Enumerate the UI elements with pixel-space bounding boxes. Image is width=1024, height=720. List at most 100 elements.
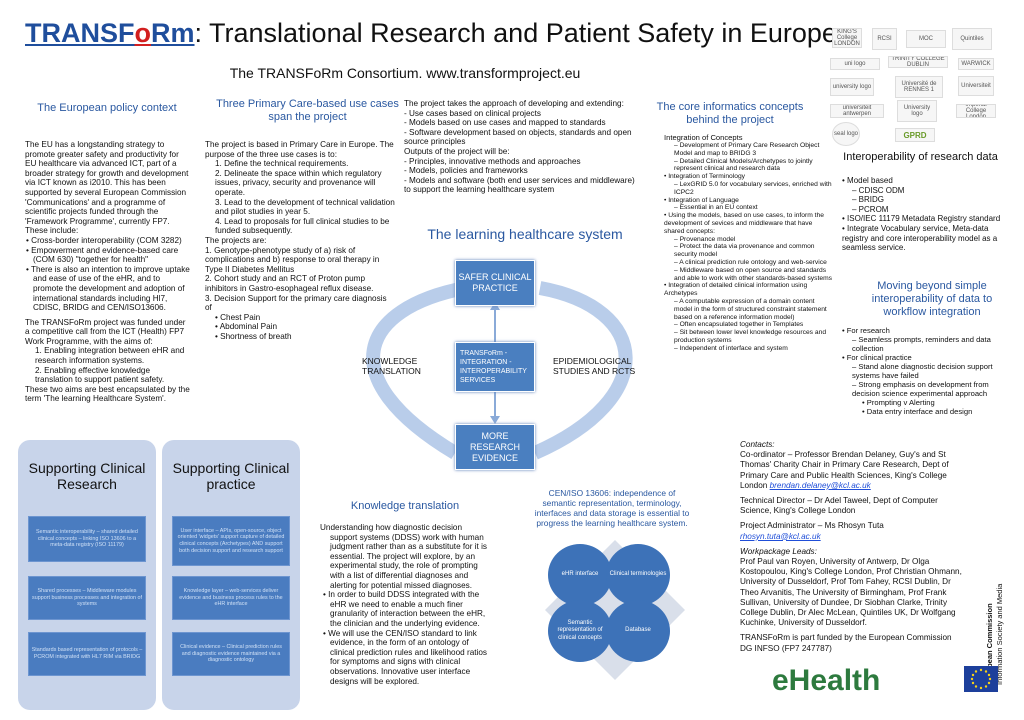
approach-section: The project takes the approach of develo… xyxy=(404,99,640,195)
lhs-arrow-down-head xyxy=(490,416,500,424)
kt-paragraph: Understanding how diagnostic decision su… xyxy=(320,523,488,590)
rennes-logo: Université de RENNES 1 xyxy=(895,76,943,98)
use-case-item: 1. Define the technical requirements. xyxy=(215,159,349,169)
policy-include-label: These include: xyxy=(25,226,79,236)
list-item: • Integrate Vocabulary service, Meta-dat… xyxy=(842,223,998,253)
university-logo-2: Universiteit xyxy=(958,76,994,96)
kt-section: Understanding how diagnostic decision su… xyxy=(320,523,488,686)
funding-statement: TRANSFoRm is part funded by the European… xyxy=(740,633,952,653)
warwick-logo: WARWICK xyxy=(958,58,994,70)
ec-text-2: Information Society and Media xyxy=(995,583,1004,685)
gprd-logo: GPRD xyxy=(895,128,935,142)
ec-text-1: European Commission xyxy=(985,603,994,685)
list-item: – Development of Primary Care Research O… xyxy=(674,142,820,157)
cen-node-semantic: Semantic representation of clinical conc… xyxy=(548,600,612,662)
workpackage-leads: Prof Paul van Royen, University of Antwe… xyxy=(740,557,962,628)
cen-heading: CEN/ISO 13606: independence of semantic … xyxy=(534,488,690,528)
approach-intro: The project takes the approach of develo… xyxy=(404,99,624,108)
tc-logo: MOC xyxy=(906,30,946,48)
policy-heading: The European policy context xyxy=(37,102,177,114)
project-sub-item: • Abdominal Pain xyxy=(215,322,278,332)
admin-email-link[interactable]: rhosyn.tuta@kcl.ac.uk xyxy=(740,531,821,541)
policy-bullet: • Cross-border interoperability (COM 328… xyxy=(26,235,182,245)
project-item: 3. Decision Support for the primary care… xyxy=(205,293,387,313)
core-concepts-section: Integration of Concepts – Development of… xyxy=(664,133,834,353)
contacts-admin: Project Administrator – Ms Rhosyn Tuta xyxy=(740,521,884,531)
coordinator-email-link[interactable]: brendan.delaney@kcl.ac.uk xyxy=(769,480,871,490)
policy-paragraph-3: These two aims are best encapsulated by … xyxy=(25,384,190,404)
core-concepts-list: – Development of Primary Care Research O… xyxy=(664,142,834,353)
policy-section: The EU has a longstanding strategy to pr… xyxy=(25,140,190,404)
contacts-label: Contacts: xyxy=(740,440,775,449)
workpackage-label: Workpackage Leads: xyxy=(740,546,817,556)
poster-subtitle: The TRANSFoRm Consortium. www.transformp… xyxy=(229,65,581,81)
quintiles-logo: Quintiles xyxy=(952,28,992,50)
lhs-safer-practice: SAFER CLINICAL PRACTICE xyxy=(455,260,535,306)
list-item: • For clinical practice xyxy=(842,353,912,362)
university-logo: university logo xyxy=(830,78,874,96)
list-item: – A clinical prediction rule ontology an… xyxy=(674,258,827,266)
project-sub-item: • Shortness of breath xyxy=(215,331,292,341)
list-item: • Using the models, based on use cases, … xyxy=(664,212,824,235)
list-item: – Stand alone diagnostic decision suppor… xyxy=(852,362,993,380)
university-logo-3: University logo xyxy=(897,100,937,122)
list-item: – Strong emphasis on development from de… xyxy=(852,380,989,398)
approach-bullet: - Use cases based on clinical projects xyxy=(404,108,541,118)
policy-bullet: • Empowerment and evidence-based care (C… xyxy=(26,245,179,265)
panel-practice-heading: Supporting Clinical practice xyxy=(172,460,290,492)
output-bullet: - Principles, innovative methods and app… xyxy=(404,156,581,166)
list-item: • Integration of Terminology xyxy=(664,173,746,181)
trinity-logo: TRINITY COLLEGE DUBLIN xyxy=(888,56,948,68)
contacts-technical: Technical Director – Dr Adel Taweel, Dep… xyxy=(740,496,938,516)
policy-bullet: • There is also an intention to improve … xyxy=(26,264,190,313)
workflow-list: • For research– Seamless prompts, remind… xyxy=(842,326,1007,416)
eu-flag-icon xyxy=(964,666,998,692)
ehealth-logo: eHealth xyxy=(772,664,881,697)
list-item: • Integration of Language xyxy=(664,196,739,204)
contacts-coordinator: Co-ordinator – Professor Brendan Delaney… xyxy=(740,450,949,490)
practice-box-knowledge: Knowledge layer – web-services deliver e… xyxy=(172,576,290,620)
use-cases-section: The project is based in Primary Care in … xyxy=(205,140,395,341)
research-box-semantic: Semantic interoperability – shared detai… xyxy=(28,516,146,562)
lhs-cycle-diagram xyxy=(366,281,633,460)
list-item: – Essential in an EU context xyxy=(674,204,758,212)
lhs-arrow-up-head xyxy=(490,302,500,310)
list-item: – Often encapsulated together in Templat… xyxy=(674,321,804,329)
policy-aim: 2. Enabling effective knowledge translat… xyxy=(35,365,165,385)
list-item: – A computable expression of a domain co… xyxy=(674,297,827,321)
list-item: – Middleware based on open source and st… xyxy=(674,266,832,282)
list-item: – Seamless prompts, reminders and data c… xyxy=(852,335,991,353)
projects-label: The projects are: xyxy=(205,235,267,245)
list-item: – CDISC ODM xyxy=(852,185,905,195)
output-bullet: - Models, policies and frameworks xyxy=(404,166,528,176)
list-item: – Sit between lower level knowledge reso… xyxy=(674,329,827,344)
practice-box-interface: User interface – APIs, open-source, obje… xyxy=(172,516,290,566)
cen-node-ehr: eHR interface xyxy=(548,544,612,606)
approach-bullet: - Models based on use cases and mapped t… xyxy=(404,118,606,128)
lhs-knowledge-translation: KNOWLEDGE TRANSLATION xyxy=(362,356,421,376)
kings-college-logo: KING'S College LONDON xyxy=(832,28,862,48)
list-item: – LexGRID 5.0 for vocabulary services, e… xyxy=(674,180,832,196)
list-item: – BRIDG xyxy=(852,195,885,205)
list-item: – Detailed Clinical Models/Archetypes to… xyxy=(674,157,813,173)
list-item: • Integration of detailed clinical infor… xyxy=(664,282,808,298)
kt-heading: Knowledge translation xyxy=(350,500,460,512)
list-item: • Model based xyxy=(842,176,893,185)
panel-research-heading: Supporting Clinical Research xyxy=(28,460,146,492)
research-box-protocols: Standards based representation of protoc… xyxy=(28,632,146,676)
project-sub-item: • Chest Pain xyxy=(215,312,261,322)
use-case-item: 4. Lead to proposals for full clinical s… xyxy=(215,216,390,236)
project-item: 2. Cohort study and an RCT of Proton pum… xyxy=(205,274,374,293)
policy-paragraph-2: The TRANSFoRm project was funded under a… xyxy=(25,317,186,346)
kt-bullet: • We will use the CEN/ISO standard to li… xyxy=(323,628,488,686)
list-item: – Protect the data via provenance and co… xyxy=(674,243,815,259)
outputs-label: Outputs of the project will be: xyxy=(404,146,510,156)
policy-paragraph: The EU has a longstanding strategy to pr… xyxy=(25,140,189,226)
use-case-item: 2. Delineate the space within which regu… xyxy=(215,168,382,197)
contacts-section: Contacts: Co-ordinator – Professor Brend… xyxy=(740,440,965,659)
list-item: • Prompting v Alerting xyxy=(862,398,935,407)
core-concepts-heading: The core informatics concepts behind the… xyxy=(656,101,804,126)
seal-logo: seal logo xyxy=(832,122,860,146)
list-item: • Data entry interface and design xyxy=(862,407,973,416)
uni-logo: uni logo xyxy=(830,58,880,70)
